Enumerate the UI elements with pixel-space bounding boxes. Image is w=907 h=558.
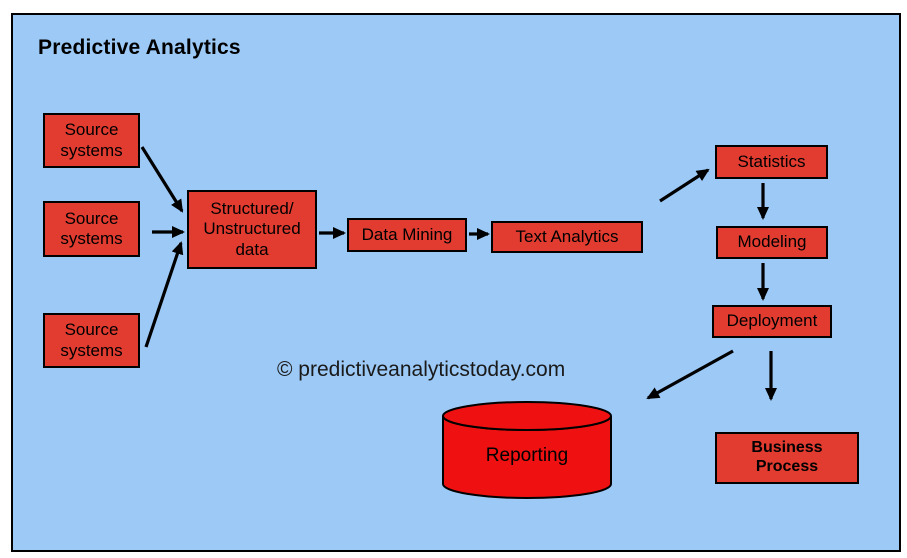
- node-deployment: Deployment: [712, 305, 832, 338]
- node-text-analytics: Text Analytics: [491, 221, 643, 253]
- node-business-process: Business Process: [715, 432, 859, 484]
- node-source-systems-1: Source systems: [43, 113, 140, 168]
- node-source-systems-2: Source systems: [43, 201, 140, 257]
- node-reporting-label: Reporting: [485, 445, 569, 466]
- node-source-systems-3: Source systems: [43, 313, 140, 368]
- node-structured-unstructured-data: Structured/ Unstructured data: [187, 190, 317, 269]
- node-statistics: Statistics: [715, 145, 828, 179]
- node-modeling: Modeling: [716, 226, 828, 259]
- watermark-text: © predictiveanalyticstoday.com: [277, 358, 566, 381]
- node-data-mining: Data Mining: [347, 218, 467, 252]
- diagram-title: Predictive Analytics: [38, 36, 241, 59]
